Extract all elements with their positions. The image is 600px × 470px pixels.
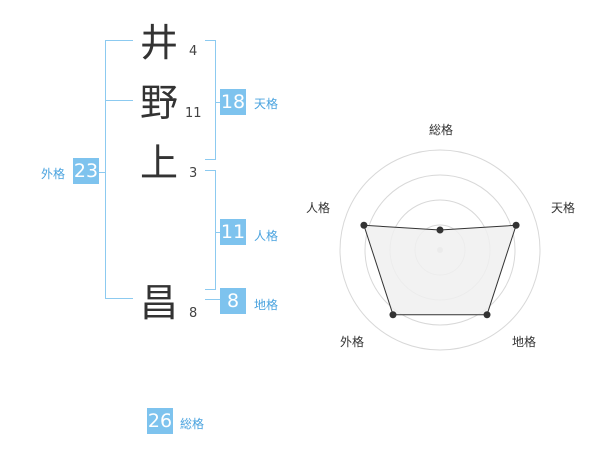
radar-label-gaikaku: 外格 [340,335,365,349]
tenkaku-label: 天格 [254,97,279,111]
radar-label-chikaku: 地格 [512,335,537,349]
radar-grid-ring [339,149,541,351]
radar-label-tenkaku: 天格 [551,201,576,215]
chikaku-badge: 8 [220,288,246,314]
jinkaku-bracket-vertical [215,170,216,290]
gaikaku-bracket-vertical [105,40,106,299]
soukaku-label: 総格 [180,417,205,431]
jinkaku-bracket-top [205,170,215,171]
chikaku-label: 地格 [254,298,279,312]
name-char-3: 上 [139,141,178,185]
radar-grid-ring [364,174,516,326]
gaikaku-bracket-top [105,40,133,41]
radar-point-1 [436,226,444,234]
tenkaku-bracket-top [205,40,215,41]
radar-point-4 [389,311,397,319]
stroke-count-4: 8 [189,306,198,321]
gaikaku-connector [99,172,105,173]
tenkaku-badge: 18 [220,89,246,115]
radar-point-2 [512,221,520,229]
jinkaku-connector [215,232,220,233]
jinkaku-bracket-bottom [205,289,215,290]
radar-chart [339,149,541,351]
jinkaku-label: 人格 [254,229,279,243]
stroke-count-2: 11 [185,106,202,121]
name-char-4: 昌 [139,281,178,325]
stroke-count-3: 3 [189,166,198,181]
stroke-count-1: 4 [189,44,198,59]
chikaku-connector [205,299,220,300]
tenkaku-bracket-bottom [205,159,215,160]
radar-label-soukaku: 総格 [429,123,454,137]
name-char-1: 井 [139,21,178,65]
radar-point-3 [483,311,491,319]
radar-point-5 [360,221,368,229]
gaikaku-bracket-bottom [105,298,133,299]
gaikaku-badge: 23 [73,158,99,184]
soukaku-badge: 26 [147,408,173,434]
tenkaku-connector [215,102,220,103]
name-char-2: 野 [139,81,178,125]
tenkaku-bracket-vertical [215,40,216,160]
radar-label-jinkaku: 人格 [306,201,331,215]
gaikaku-bracket-tick [105,100,133,101]
radar-polygon [363,224,517,316]
gaikaku-label: 外格 [41,167,66,181]
jinkaku-badge: 11 [220,219,246,245]
